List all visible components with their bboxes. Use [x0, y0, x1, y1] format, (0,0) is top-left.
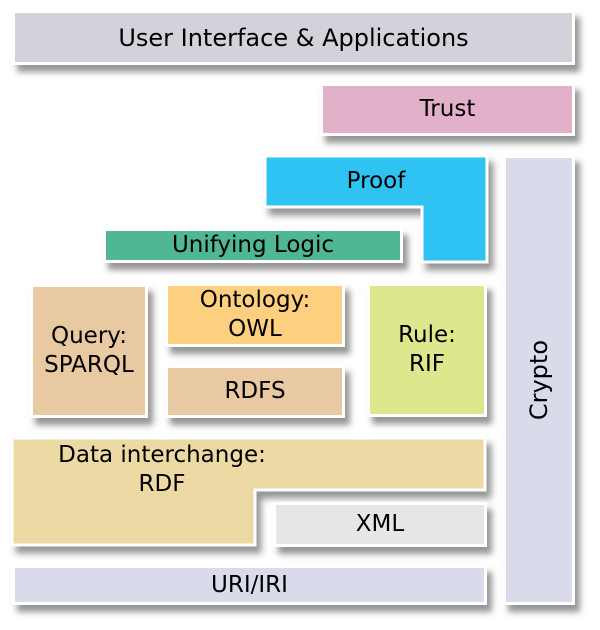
data-interchange-label-line2: RDF [138, 471, 186, 497]
proof-label-container: Proof [265, 156, 487, 207]
crypto-label: Crypto [525, 339, 553, 421]
query-sparql-block: Query: SPARQL [30, 284, 148, 418]
ontology-label-line2: OWL [228, 316, 282, 342]
proof-block-shape [263, 154, 489, 264]
rule-label-line2: RIF [409, 351, 445, 377]
xml-block: XML [273, 502, 487, 547]
proof-label: Proof [346, 168, 406, 195]
trust-block: Trust [320, 83, 575, 136]
query-label-line2: SPARQL [44, 352, 134, 378]
ontology-owl-block: Ontology: OWL [165, 283, 345, 347]
xml-label: XML [355, 511, 405, 538]
data-interchange-label-container: Data interchange: RDF [12, 441, 312, 499]
ontology-label-line1: Ontology: [199, 287, 311, 314]
crypto-block: Crypto [503, 155, 575, 605]
uri-iri-block: URI/IRI [12, 565, 487, 605]
user-interface-applications-block: User Interface & Applications [12, 10, 575, 65]
user-interface-applications-label: User Interface & Applications [118, 23, 469, 52]
data-interchange-block-shape [10, 436, 487, 547]
unifying-logic-label: Unifying Logic [171, 232, 335, 259]
rdfs-block: RDFS [165, 365, 345, 418]
unifying-logic-block: Unifying Logic [103, 228, 403, 263]
trust-label: Trust [419, 96, 476, 123]
query-label-line1: Query: [51, 323, 127, 350]
data-interchange-label-line1: Data interchange: [58, 442, 266, 469]
uri-iri-label: URI/IRI [211, 571, 288, 598]
rule-rif-block: Rule: RIF [367, 283, 487, 417]
rdfs-label: RDFS [224, 378, 286, 405]
rule-label-line1: Rule: [398, 322, 456, 349]
